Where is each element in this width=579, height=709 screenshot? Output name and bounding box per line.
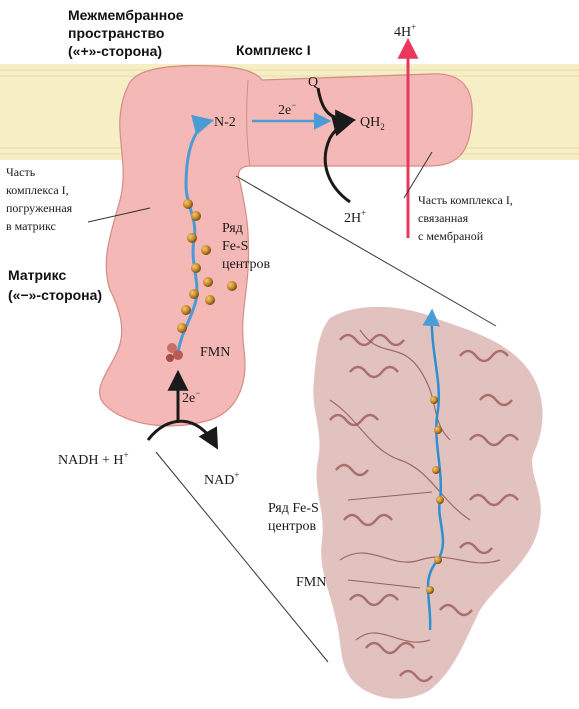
matrix-label-2: («−»-сторона) xyxy=(8,287,102,303)
fmn-label: FMN xyxy=(200,345,230,360)
matrix-part-label-2: комплекса I, xyxy=(6,183,69,197)
intermembrane-label-2: пространство xyxy=(68,25,164,41)
fes-center xyxy=(189,289,199,299)
membrane-part-label-2: связанная xyxy=(418,211,469,225)
fes-center-structure xyxy=(426,586,434,594)
complex-i-body xyxy=(99,64,473,427)
fes-center xyxy=(191,263,201,273)
fes-center xyxy=(181,305,191,315)
proton-uptake-arrow xyxy=(323,115,355,204)
electron-path xyxy=(176,114,215,353)
fes-label-1: Ряд xyxy=(222,221,243,236)
fmn-schematic xyxy=(166,343,183,362)
fes-center-structure xyxy=(434,556,442,564)
fes-center xyxy=(183,199,193,209)
fes-label-2: Fe-S xyxy=(222,239,248,254)
nad-label: NAD+ xyxy=(204,470,239,488)
proton-out-label: 4H+ xyxy=(394,22,416,40)
n2-label: N-2 xyxy=(214,115,236,130)
complex-i-divider xyxy=(246,79,251,167)
nadh-label: NADH + H+ xyxy=(58,450,129,468)
matrix-part-label-3: погруженная xyxy=(6,201,73,215)
fes-center xyxy=(177,323,187,333)
fes-structure-label-2: центров xyxy=(268,519,316,534)
fes-center-structure xyxy=(432,466,440,474)
fes-center xyxy=(203,277,213,287)
fes-center xyxy=(187,233,197,243)
two-e-bottom-label: 2e− xyxy=(182,388,200,406)
two-h-in-label: 2H+ xyxy=(344,208,366,226)
qh2-label: QH2 xyxy=(360,115,385,132)
nadh-to-nad-arrow xyxy=(146,419,219,450)
membrane-part-label-3: с мембраной xyxy=(418,229,484,243)
fes-center xyxy=(227,281,237,291)
intermembrane-label-3: («+»-сторона) xyxy=(68,43,162,59)
membrane-part-label-1: Часть комплекса I, xyxy=(418,193,513,207)
fes-centers-schematic xyxy=(177,199,237,333)
fes-label-3: центров xyxy=(222,257,270,272)
fes-center xyxy=(201,245,211,255)
matrix-part-label-1: Часть xyxy=(6,165,36,179)
fes-center xyxy=(205,295,215,305)
fes-center-structure xyxy=(436,496,444,504)
matrix-label-1: Матрикс xyxy=(8,267,66,283)
two-e-top-label: 2e− xyxy=(278,100,296,118)
matrix-part-label-4: в матрикс xyxy=(6,219,56,233)
electron-path-structure xyxy=(422,308,445,631)
intermembrane-label-1: Межмембранное xyxy=(68,7,184,23)
fes-structure-label-1: Ряд Fe-S xyxy=(268,501,319,516)
protein-structure xyxy=(313,306,543,699)
complex-title: Комплекс I xyxy=(236,42,311,58)
fes-center-structure xyxy=(430,396,438,404)
fes-center-structure xyxy=(434,426,442,434)
fes-center xyxy=(191,211,201,221)
fmn-structure-label: FMN xyxy=(296,575,326,590)
q-label: Q xyxy=(308,75,318,90)
